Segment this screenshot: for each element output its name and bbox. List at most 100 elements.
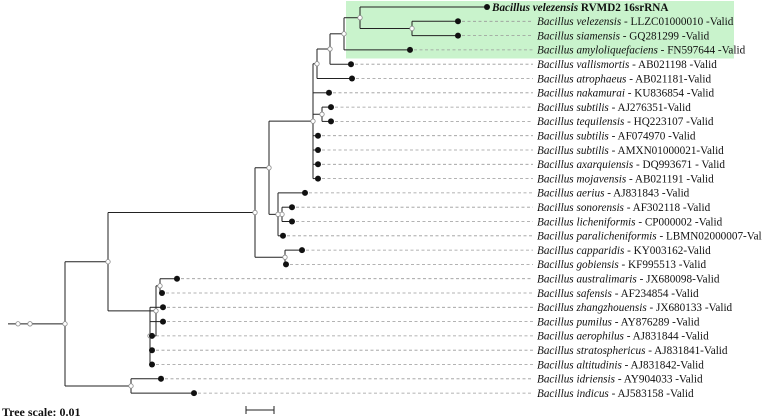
taxon-label: Bacillus sonorensis - AF302118 -Valid xyxy=(537,202,711,214)
leaf-node xyxy=(149,347,155,354)
leaf-node xyxy=(315,161,321,168)
tree-scale: Tree scale: 0.01 xyxy=(2,405,275,419)
taxon-label: Bacillus stratosphericus - AJ831841-Vali… xyxy=(537,345,728,357)
taxon-accession: - AB021198 -Valid xyxy=(629,59,717,71)
taxon-species: Bacillus mojavensis xyxy=(537,173,627,185)
leaf-node xyxy=(160,304,166,311)
taxon-accession: - AB021191 -Valid xyxy=(626,173,714,185)
taxon-accession: - AF074970 -Valid xyxy=(609,131,696,143)
internal-node xyxy=(341,31,347,37)
taxon-species: Bacillus amyloliquefaciens xyxy=(537,45,659,57)
internal-node xyxy=(62,321,68,327)
taxon-accession: - KU836854 -Valid xyxy=(625,88,715,100)
internal-node xyxy=(275,211,281,217)
taxon-label: Bacillus atrophaeus - AB021181-Valid xyxy=(537,73,712,85)
taxon-species: Bacillus zhangzhouensis xyxy=(537,302,647,314)
leaf-node xyxy=(328,118,334,125)
taxon-accession: RVMD2 16srRNA xyxy=(578,2,668,14)
taxon-accession: - AJ831841-Valid xyxy=(645,345,727,357)
taxon-species: Bacillus atrophaeus xyxy=(537,73,627,85)
taxon-species: Bacillus tequilensis xyxy=(537,116,625,128)
taxon-accession: - JX680098-Valid xyxy=(637,274,720,286)
branches xyxy=(8,4,490,397)
taxon-species: Bacillus paralicheniformis xyxy=(537,231,657,243)
taxon-species: Bacillus vallismortis xyxy=(537,59,630,71)
leaf-node xyxy=(299,247,305,254)
taxon-species: Bacillus safensis xyxy=(537,288,613,300)
taxon-accession: - AMXN01000021-Valid xyxy=(609,145,724,157)
internal-node xyxy=(357,15,363,21)
taxon-accession: - CP000002 -Valid xyxy=(636,216,723,228)
taxon-accession: - AJ276351-Valid xyxy=(609,102,691,114)
leaf-node xyxy=(349,75,355,82)
taxon-label: Bacillus subtilis - AMXN01000021-Valid xyxy=(537,145,724,157)
leaf-node xyxy=(302,189,308,196)
taxon-species: Bacillus subtilis xyxy=(537,102,609,114)
taxon-species: Bacillus nakamurai xyxy=(537,88,625,100)
taxon-accession: - AY876289 -Valid xyxy=(612,316,700,328)
internal-node xyxy=(153,308,159,314)
leaf-node xyxy=(348,61,354,68)
taxon-accession: - LLZC01000010 -Valid xyxy=(621,16,734,28)
taxon-accession: - AB021181-Valid xyxy=(626,73,711,85)
taxon-species: Bacillus siamensis xyxy=(537,30,621,42)
taxon-accession: - GQ281299 -Valid xyxy=(620,30,710,42)
leaf-node xyxy=(328,104,334,111)
taxon-accession: - AF302118 -Valid xyxy=(624,202,711,214)
taxon-species: Bacillus subtilis xyxy=(537,131,609,143)
taxon-label: Bacillus aerius - AJ831843 -Valid xyxy=(537,188,690,200)
taxon-accession: - HQ223107 -Valid xyxy=(624,116,714,128)
taxon-label: Bacillus tequilensis - HQ223107 -Valid xyxy=(537,116,714,128)
internal-node xyxy=(157,283,163,289)
leaf-node xyxy=(484,4,490,10)
leaf-node xyxy=(315,175,321,182)
taxon-label: Bacillus paralicheniformis - LBMN0200000… xyxy=(537,231,762,243)
internal-node xyxy=(128,383,134,389)
taxon-label: Bacillus idriensis - AY904033 -Valid xyxy=(537,374,703,386)
leaf-node xyxy=(149,332,155,339)
leaf-node xyxy=(283,261,289,268)
taxon-label: Bacillus altitudinis - AJ831842-Valid xyxy=(537,359,704,371)
leaf-node xyxy=(315,132,321,139)
taxon-species: Bacillus indicus xyxy=(537,388,609,400)
taxon-species: Bacillus stratosphericus xyxy=(537,345,646,357)
taxon-species: Bacillus altitudinis xyxy=(537,359,622,371)
taxon-label: Bacillus safensis - AF234854 -Valid xyxy=(537,288,699,300)
taxon-accession: - LBMN02000007-Valid xyxy=(657,231,762,243)
taxon-label: Bacillus pumilus - AY876289 -Valid xyxy=(537,316,700,328)
taxon-accession: - AJ831842-Valid xyxy=(622,359,704,371)
internal-node xyxy=(310,118,316,124)
taxon-label: Bacillus zhangzhouensis - JX680133 -Vali… xyxy=(537,302,733,314)
taxon-label: Bacillus axarquiensis - DQ993671 - Valid xyxy=(537,159,725,171)
leaf-node xyxy=(326,89,332,96)
taxon-accession: - AJ831843 -Valid xyxy=(604,188,689,200)
taxon-label: Bacillus gobiensis - KF995513 -Valid xyxy=(537,259,706,271)
taxon-species: Bacillus australimaris xyxy=(537,274,637,286)
taxon-accession: - DQ993671 - Valid xyxy=(633,159,725,171)
leaf-node xyxy=(174,275,180,282)
leaf-node xyxy=(158,375,164,382)
root-node xyxy=(15,321,21,327)
internal-node xyxy=(409,25,415,32)
taxon-label: Bacillus australimaris - JX680098-Valid xyxy=(537,274,720,286)
leader-lines xyxy=(156,20,533,394)
internal-node xyxy=(266,165,272,171)
leaf-node xyxy=(280,232,286,239)
taxon-accession: - AJ831844 -Valid xyxy=(624,331,709,343)
taxon-accession: - AJ583158 -Valid xyxy=(609,388,694,400)
leaf-node xyxy=(455,32,461,39)
taxon-label: Bacillus subtilis - AF074970 -Valid xyxy=(537,131,696,143)
taxon-label: Bacillus aerophilus - AJ831844 -Valid xyxy=(537,331,709,343)
taxon-species: Bacillus subtilis xyxy=(537,145,609,157)
taxon-accession: - JX680133 -Valid xyxy=(647,302,733,314)
taxon-accession: - FN597644 -Valid xyxy=(658,45,746,57)
taxon-species: Bacillus aerophilus xyxy=(537,331,625,343)
taxon-labels: Bacillus velezensis RVMD2 16srRNABacillu… xyxy=(491,2,762,400)
taxon-accession: - AF234854 -Valid xyxy=(612,288,699,300)
leaf-node xyxy=(289,218,295,225)
internal-node xyxy=(27,321,33,327)
leaf-node xyxy=(191,390,197,397)
taxon-label: Bacillus indicus - AJ583158 -Valid xyxy=(537,388,694,400)
taxon-accession: - KF995513 -Valid xyxy=(619,259,707,271)
